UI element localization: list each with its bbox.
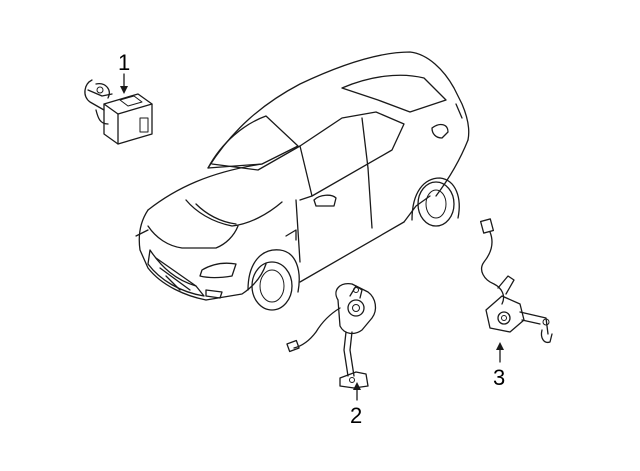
callout-1-label: 1 (118, 50, 130, 75)
front-height-sensor-part (286, 283, 377, 389)
callout-3: 3 (493, 342, 505, 390)
callout-1: 1 (118, 50, 130, 94)
control-module-part (84, 79, 153, 145)
callout-3-label: 3 (493, 365, 505, 390)
car-illustration (135, 51, 470, 311)
callout-2: 2 (350, 382, 362, 428)
callout-2-label: 2 (350, 403, 362, 428)
rear-height-sensor-part (479, 218, 553, 344)
